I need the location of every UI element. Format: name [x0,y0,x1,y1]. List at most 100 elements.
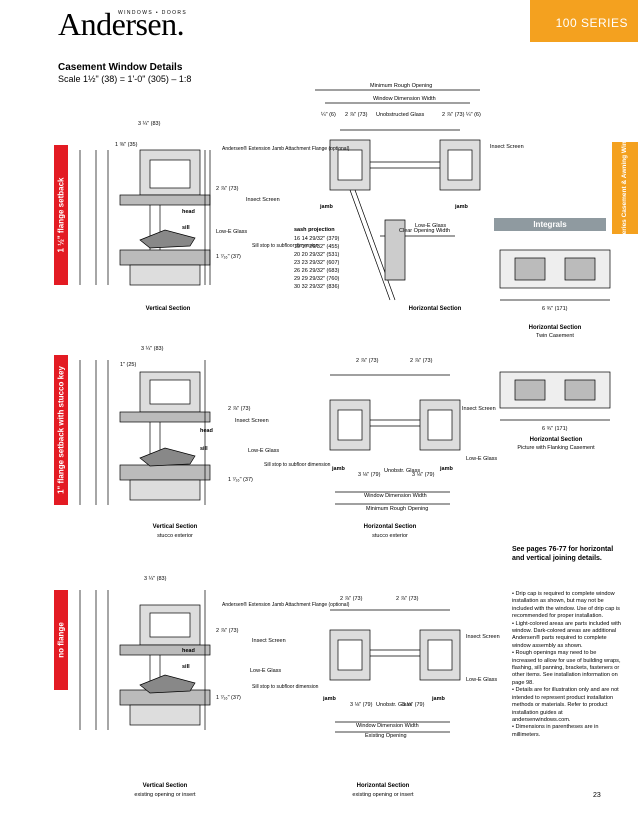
win-dim-h2: Window Dimension Width [364,493,427,499]
dim-218-h3: 2 ⅞" (73) [340,596,363,602]
dim-1716-r3: 1 ⁷⁄₁₆" (37) [216,694,241,701]
row-tab-2: 1" flange setback with stucco key [54,355,68,505]
min-rough-h2: Minimum Rough Opening [366,506,428,512]
vertical-section-3 [79,590,211,730]
jamb-h3: jamb [322,696,336,702]
dim-218-r1: 2 ⅞" (73) [216,186,239,192]
sill-r1: sill [182,225,190,231]
vertical-section-1 [79,149,211,286]
unobstr-h3: Unobstr. Glass [376,702,412,708]
jamb-h1: jamb [319,204,333,210]
vertical-section-2 [79,360,211,505]
caption-horizontal-1: Horizontal Section [408,306,462,312]
ext-jamb-r1: Andersen® Extension Jamb Attachment Flan… [222,145,350,152]
lowe-h1: Low-E Glass [415,223,446,229]
caption-vertical-2: Vertical Section [152,524,198,530]
lowe-r2: Low-E Glass [248,448,279,454]
integral-picture-flanking [499,371,611,421]
sash-projection-title: sash projection [294,227,335,233]
dim-1-r2: 1" (25) [120,362,136,368]
page-number: 23 [593,792,601,799]
dim-218-h2: 2 ⅞" (73) [356,358,379,364]
sub-integral-1: Twin Casement [536,333,574,339]
insect-h3: Insect Screen [466,634,500,640]
caption-horizontal-3: Horizontal Section [356,783,410,789]
page-title: Casement Window Details [58,62,183,73]
head-r3: head [182,648,195,654]
jamb-h2: jamb [331,466,345,472]
note-item: • Rough openings may need to be increase… [512,650,621,686]
dim-3116-h3: 3 ⅛" (79) [350,702,373,708]
dim-218-r3: 2 ⅞" (73) [216,628,239,634]
ext-jamb-r3: Andersen® Extension Jamb Attachment Flan… [222,601,350,608]
insect-r1: Insect Screen [246,197,280,203]
dim-314-r3: 3 ¼" (83) [144,576,167,582]
insect-r3: Insect Screen [252,638,286,644]
sash-row-2: 19 17 29/32" (455) [294,244,340,250]
sash-row-1: 16 14 29/32" (379) [294,236,340,242]
caption-integral-2: Horizontal Section [529,437,583,443]
sub-horizontal-3: existing opening or insert [352,792,414,798]
sash-row-7: 30 32 29/32" (836) [294,284,340,290]
scale-text: Scale 1½" (38) = 1'-0" (305) – 1:8 [58,74,192,84]
dim-1716-r2: 1 ⁷⁄₁₆" (37) [228,476,253,483]
clear-opening-h1: Clear Opening Width [399,228,450,234]
dim-218-r2: 2 ⅞" (73) [228,406,251,412]
dim-218-h1: 2 ⅞" (73) [345,112,368,118]
dim-138-r1: 1 ⅜" (35) [115,142,138,148]
row-tab-3: no flange [54,590,68,690]
win-dim-h3: Window Dimension Width [356,723,419,729]
note-item: • Dimensions in parentheses are in milli… [512,724,599,738]
dim-3116b-h3: 3 ⅛" (79) [402,702,425,708]
sub-horizontal-2: stucco exterior [372,533,408,539]
sash-row-3: 20 20 29/32" (531) [294,252,340,258]
section-side-tab: 100 Series Casement & Awning Windows [612,125,638,251]
lowe-r1: Low-E Glass [216,229,247,235]
dim-634-i2: 6 ¾" (171) [542,426,568,432]
dim-314-r1: 3 ¼" (83) [138,121,161,127]
caption-integral-1: Horizontal Section [528,325,582,331]
jamb2-h1: jamb [454,204,468,210]
caption-vertical-1: Vertical Section [145,306,191,312]
dim-1716-r1: 1 ⁷⁄₁₆" (37) [216,253,241,260]
lowe-h2: Low-E Glass [466,456,497,462]
insect-h1: Insect Screen [490,144,524,150]
sub-vertical-3: existing opening or insert [134,792,196,798]
lowe-r3: Low-E Glass [250,668,281,674]
sillstop-r3: Sill stop to subfloor dimension [252,684,319,690]
horizontal-section-3 [329,609,461,733]
sill-r2: sill [200,446,208,452]
brand-tagline: WINDOWS • DOORS [118,10,188,16]
dim-314-r2: 3 ¼" (83) [141,346,164,352]
caption-horizontal-2: Horizontal Section [363,524,417,530]
min-rough-r1: Minimum Rough Opening [370,83,432,89]
jamb2-h2: jamb [439,466,453,472]
horizontal-section-1 [315,89,481,301]
series-label: 100 SERIES [555,16,628,30]
dim-218b-h3: 2 ⅞" (73) [396,596,419,602]
note-item: • Light-colored areas are parts included… [512,620,621,649]
series-banner: 100 SERIES [530,0,638,42]
see-pages-note: See pages 76-77 for horizontal and verti… [512,546,614,562]
insect-r2: Insect Screen [235,418,269,424]
unobstr-h2: Unobstr. Glass [384,468,420,474]
lowe-h3: Low-E Glass [466,677,497,683]
head-r1: head [182,209,195,215]
unobstructed-r1: Unobstructed Glass [376,112,425,118]
dim-14-h1: ¼" (6) [321,112,336,118]
head-r2: head [200,428,213,434]
sub-integral-2: Picture with Flanking Casement [517,445,595,451]
integrals-header: Integrals [494,218,606,231]
sash-row-4: 23 23 29/32" (607) [294,260,340,266]
dim-218b-h1: 2 ⅞" (73) [442,112,465,118]
dim-14b-h1: ¼" (6) [466,112,481,118]
sillstop-r2: Sill stop to subfloor dimension [264,462,331,468]
andersen-logo: Andersen. [58,6,185,42]
insect-h2: Insect Screen [462,406,496,412]
horizontal-section-2 [329,374,461,505]
dim-218b-h2: 2 ⅞" (73) [410,358,433,364]
dim-634-i1: 6 ¾" (171) [542,306,568,312]
sill-r3: sill [182,664,190,670]
caption-vertical-3: Vertical Section [142,783,188,789]
